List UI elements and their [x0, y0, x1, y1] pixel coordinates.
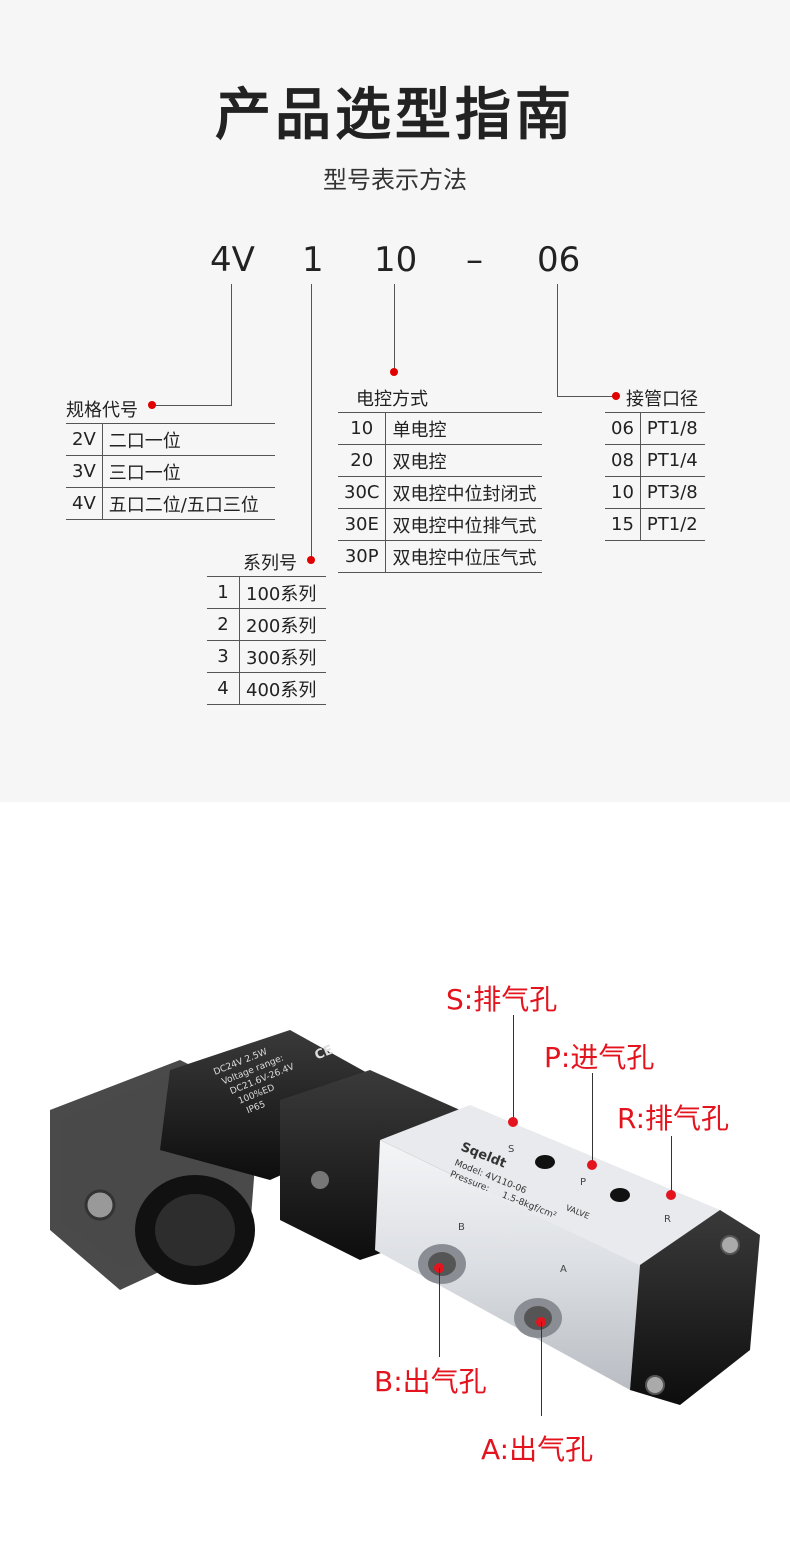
callout-dot: [666, 1190, 676, 1200]
callout-line: [541, 1322, 542, 1416]
control-header: 电控方式: [356, 389, 428, 410]
port-letter-r: R: [664, 1214, 671, 1225]
solenoid-valve-image: Sqeldt Model: 4V110-06 Pressure: 1.5-8kg…: [50, 1030, 760, 1405]
selection-guide-section: [0, 0, 790, 802]
connector-line: [557, 396, 616, 397]
series-header: 系列号: [243, 553, 297, 574]
callout-line: [513, 1015, 514, 1120]
connector-line: [311, 284, 312, 560]
connector-line: [557, 284, 558, 397]
connector-dot: [612, 392, 620, 400]
connector-line: [231, 284, 232, 406]
end-cap-screw: [645, 1375, 665, 1395]
callout-dot: [587, 1160, 597, 1170]
port-s-hole: [535, 1155, 555, 1169]
callout-r-exhaust: R:排气孔: [617, 1102, 730, 1135]
connector-line: [152, 405, 232, 406]
connector-dot: [390, 368, 398, 376]
port-letter-a: A: [560, 1264, 567, 1275]
port-header: 接管口径: [626, 389, 698, 410]
model-code-series: 1: [302, 240, 324, 280]
callout-dot: [508, 1117, 518, 1127]
connector-line: [394, 284, 395, 372]
page-subtitle: 型号表示方法: [323, 166, 467, 194]
port-letter-b: B: [458, 1222, 465, 1233]
connector-dot: [307, 556, 315, 564]
connector-screw: [84, 1189, 116, 1221]
end-cap-screw: [720, 1235, 740, 1255]
callout-b-outlet: B:出气孔: [374, 1365, 487, 1398]
port-p-hole: [610, 1188, 630, 1202]
valve-body-top: [380, 1105, 720, 1265]
port-letter-p: P: [580, 1177, 586, 1188]
spec-code-header: 规格代号: [66, 400, 138, 421]
end-cap: [630, 1210, 760, 1405]
ce-mark: CE: [313, 1043, 336, 1064]
page-title: 产品选型指南: [215, 83, 575, 148]
model-code-control: 10: [374, 240, 418, 280]
callout-line: [592, 1073, 593, 1165]
callout-line: [439, 1268, 440, 1357]
callout-s-exhaust: S:排气孔: [446, 983, 558, 1016]
cable-gland-inner: [155, 1194, 235, 1266]
connector-dot: [148, 401, 156, 409]
model-code-port: 06: [537, 240, 581, 280]
manual-override: [311, 1171, 329, 1189]
model-code-dash: –: [466, 240, 483, 280]
valve-body-front: [375, 1140, 640, 1390]
callout-p-inlet: P:进气孔: [544, 1041, 655, 1074]
callout-line: [671, 1136, 672, 1194]
port-letter-s: S: [508, 1144, 514, 1155]
callout-a-outlet: A:出气孔: [481, 1433, 594, 1466]
model-code-spec: 4V: [210, 240, 255, 280]
